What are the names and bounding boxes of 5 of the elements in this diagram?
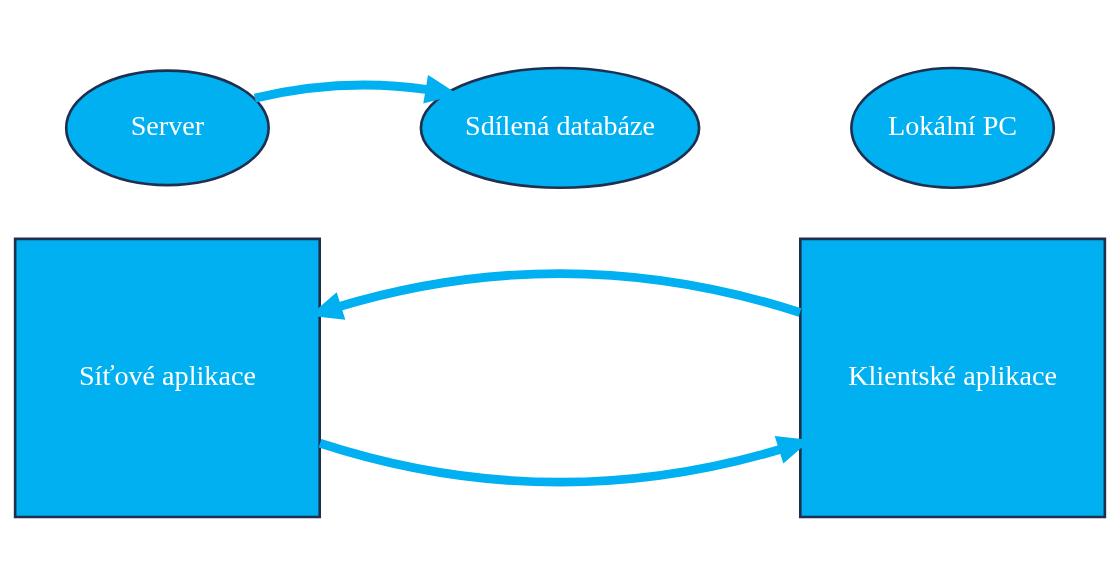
node-ellipse: Server [64, 69, 270, 187]
node-box: Síťové aplikace [13, 237, 321, 519]
node-box: Klientské aplikace [798, 237, 1107, 519]
node-ellipse: Lokální PC [850, 66, 1056, 190]
node-ellipse: Sdílená databáze [419, 66, 701, 190]
